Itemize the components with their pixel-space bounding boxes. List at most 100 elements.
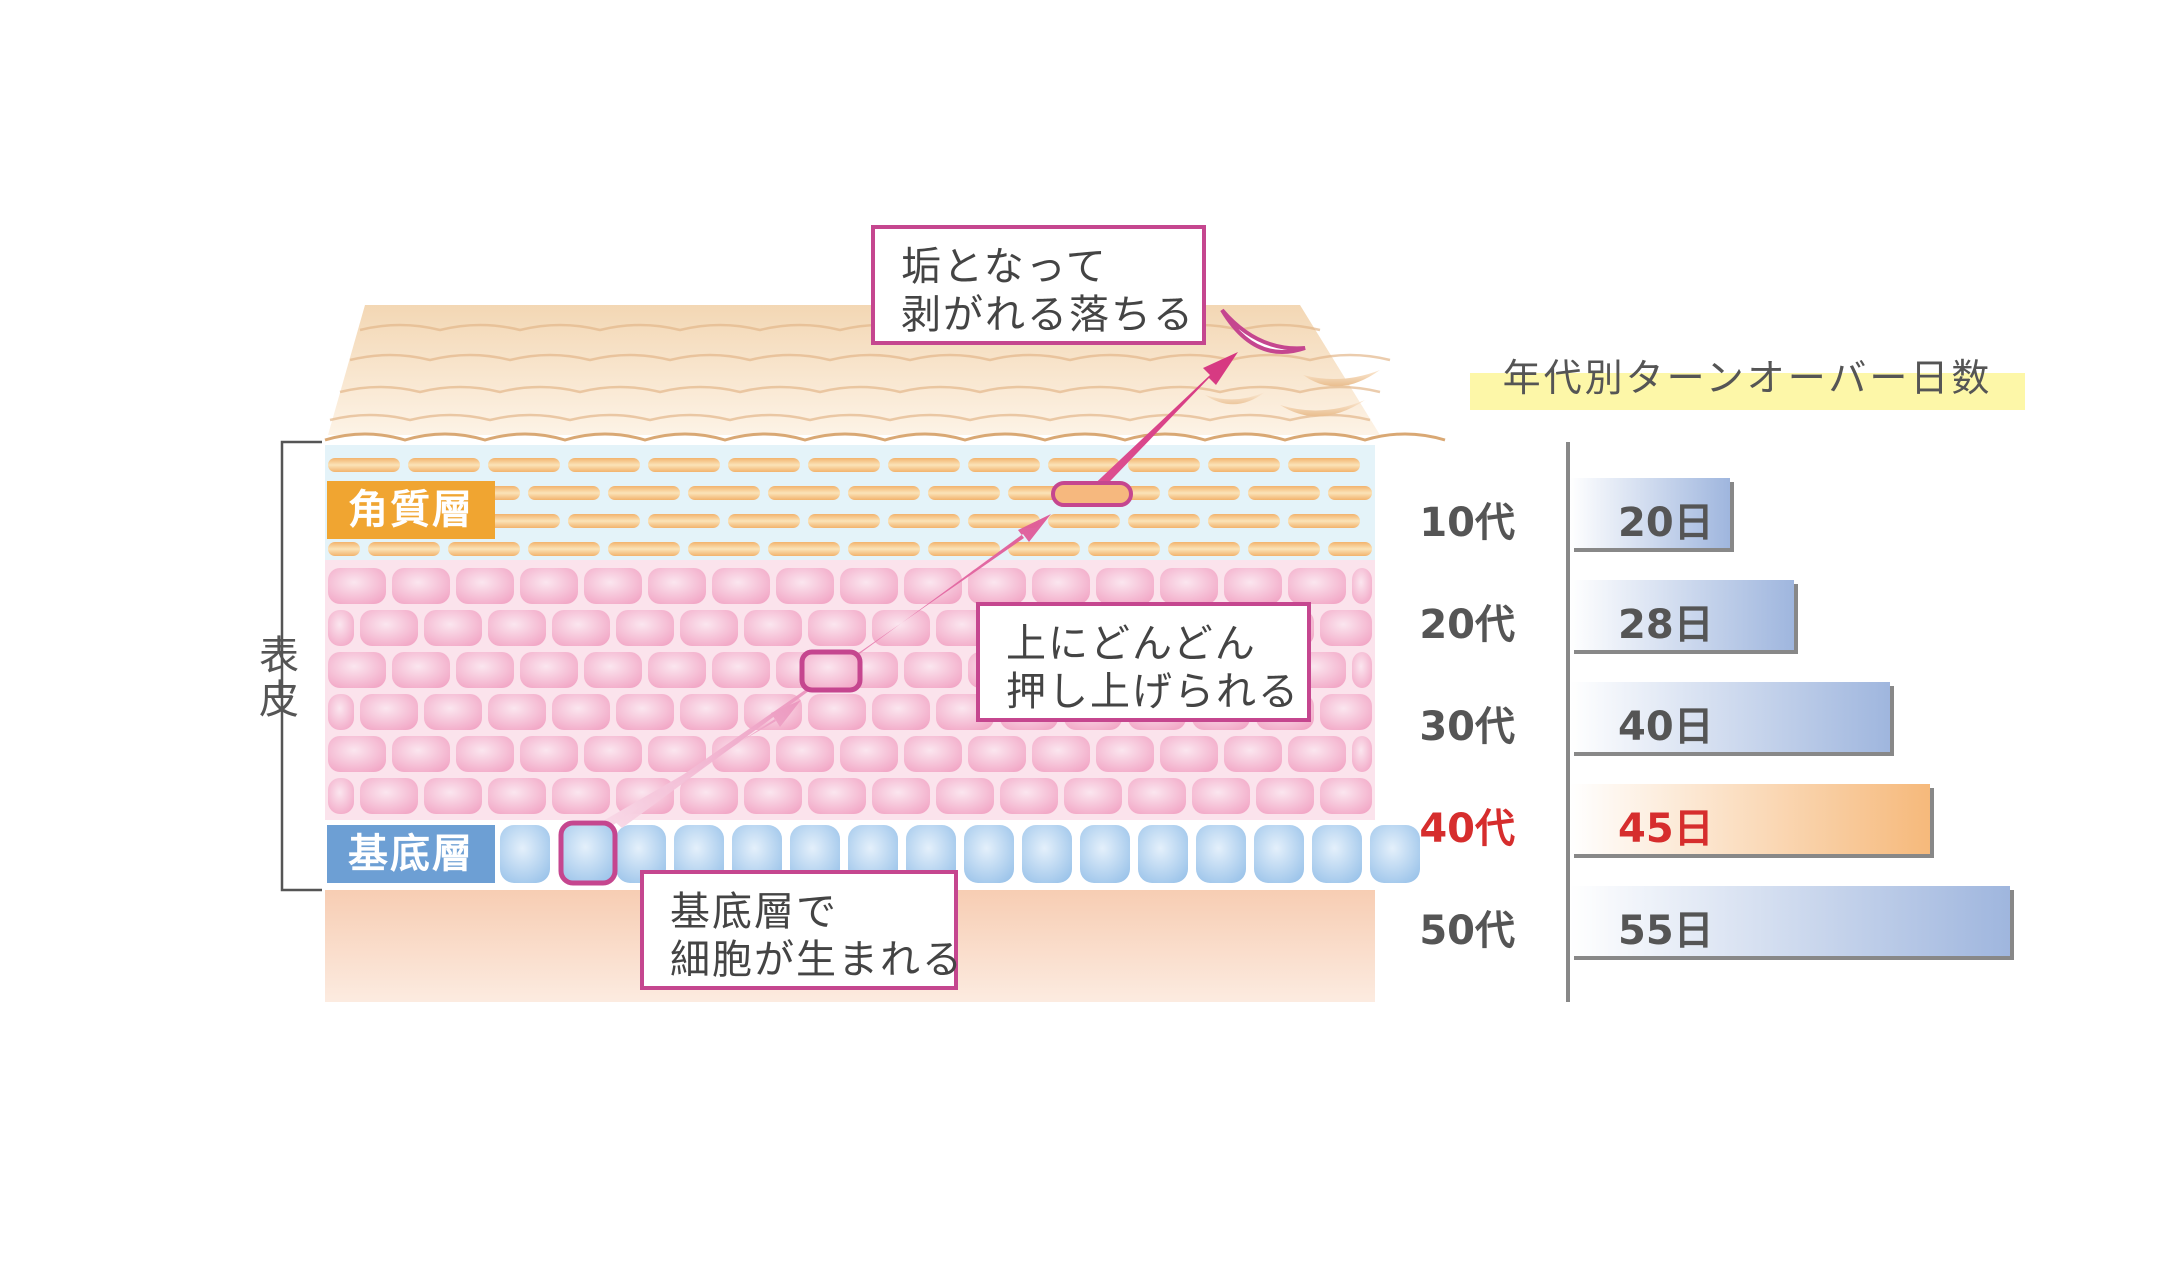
spinous-cell — [520, 568, 578, 604]
spinous-cell — [1224, 736, 1282, 772]
corneum-cell — [608, 486, 680, 500]
spinous-cell — [328, 568, 386, 604]
corneum-cell — [1128, 514, 1200, 528]
spinous-cell — [1192, 778, 1250, 814]
spinous-cell — [1320, 778, 1372, 814]
spinous-cell — [1288, 736, 1346, 772]
corneum-cell-highlight — [1051, 481, 1133, 507]
corneum-cell — [1088, 542, 1160, 556]
new-basal-cell — [558, 820, 618, 886]
corneum-cell — [448, 542, 520, 556]
callout-shed-line1: 垢となって — [901, 244, 1108, 290]
spinous-cell — [680, 610, 738, 646]
bar-20代 — [1570, 580, 1794, 650]
corneum-cell — [1328, 486, 1372, 500]
basal-layer-label: 基底層 — [327, 825, 495, 883]
corneum-cell — [848, 542, 920, 556]
spinous-cell — [520, 652, 578, 688]
bar-value-label: 40日 — [1618, 704, 1714, 750]
spinous-cell — [392, 736, 450, 772]
corneum-cell — [328, 458, 400, 472]
corneum-cell — [648, 514, 720, 528]
spinous-cell — [776, 736, 834, 772]
spinous-cell — [680, 694, 738, 730]
spinous-cell — [744, 610, 802, 646]
spinous-cell — [648, 568, 706, 604]
spinous-cell — [1224, 568, 1282, 604]
corneum-cell — [688, 542, 760, 556]
basal-cell — [1370, 825, 1420, 883]
bar-50代 — [1570, 886, 2010, 956]
spinous-cell — [360, 694, 418, 730]
spinous-cell — [1160, 736, 1218, 772]
spinous-cell — [456, 652, 514, 688]
basal-cell — [1254, 825, 1304, 883]
spinous-cell — [584, 736, 642, 772]
callout-shed-line2: 剥がれる落ちる — [901, 292, 1195, 338]
corneum-cell — [968, 514, 1040, 528]
bar-value-label: 55日 — [1618, 908, 1714, 954]
corneum-cell — [968, 458, 1040, 472]
spinous-cell — [328, 736, 386, 772]
callout-pushed-line2: 押し上げられる — [1006, 669, 1300, 715]
corneum-cell — [1048, 458, 1120, 472]
corneum-cell — [728, 458, 800, 472]
spinous-cell — [1032, 568, 1090, 604]
basal-cell — [1022, 825, 1072, 883]
callout-born-line2: 細胞が生まれる — [670, 937, 964, 983]
spinous-cell — [648, 736, 706, 772]
callout-born-line1: 基底層で — [670, 889, 838, 935]
basal-cell — [1312, 825, 1362, 883]
spinous-cell — [424, 610, 482, 646]
spinous-cell — [904, 736, 962, 772]
spinous-cell — [648, 652, 706, 688]
callout-shed: 垢となって 剥がれる落ちる — [871, 225, 1206, 345]
bar-10代 — [1570, 478, 1730, 548]
age-label: 40代 — [1419, 806, 1515, 852]
age-label: 10代 — [1419, 500, 1515, 546]
corneum-cell — [568, 514, 640, 528]
epidermis-bracket — [280, 440, 322, 892]
basal-cell — [906, 825, 956, 883]
basal-cell — [848, 825, 898, 883]
basal-cell — [1196, 825, 1246, 883]
corneum-cell — [568, 458, 640, 472]
spinous-cell — [328, 652, 386, 688]
spinous-cell — [1000, 778, 1058, 814]
spinous-cell — [936, 778, 994, 814]
callout-pushed-line1: 上にどんどん — [1006, 621, 1257, 667]
spinous-cell — [872, 694, 930, 730]
spinous-cell — [1128, 778, 1186, 814]
spinous-cell — [1064, 778, 1122, 814]
spinous-cell — [840, 568, 898, 604]
corneum-cell — [488, 458, 560, 472]
spinous-cell — [1256, 778, 1314, 814]
spinous-cell — [1320, 694, 1372, 730]
rising-cell — [799, 649, 863, 693]
spinous-cell — [552, 778, 610, 814]
spinous-cell — [1320, 610, 1372, 646]
spinous-cell — [1160, 568, 1218, 604]
spinous-cell — [1352, 736, 1372, 772]
spinous-cell — [904, 652, 962, 688]
corneum-cell — [1288, 514, 1360, 528]
spinous-cell — [712, 652, 770, 688]
callout-born: 基底層で 細胞が生まれる — [640, 870, 964, 990]
spinous-cell — [840, 736, 898, 772]
spinous-cell — [872, 778, 930, 814]
corneum-cell — [1008, 542, 1080, 556]
spinous-cell — [1096, 736, 1154, 772]
corneum-cell — [328, 542, 360, 556]
spinous-cell — [776, 568, 834, 604]
shedding-flake — [1280, 400, 1365, 417]
corneum-cell — [888, 514, 960, 528]
spinous-cell — [968, 568, 1026, 604]
corneum-cell — [1288, 458, 1360, 472]
corneum-cell — [1248, 486, 1320, 500]
spinous-cell — [488, 610, 546, 646]
corneum-cell — [768, 486, 840, 500]
corneum-cell — [608, 542, 680, 556]
corneum-cell — [1048, 514, 1120, 528]
spinous-cell — [552, 610, 610, 646]
age-label: 30代 — [1419, 704, 1515, 750]
